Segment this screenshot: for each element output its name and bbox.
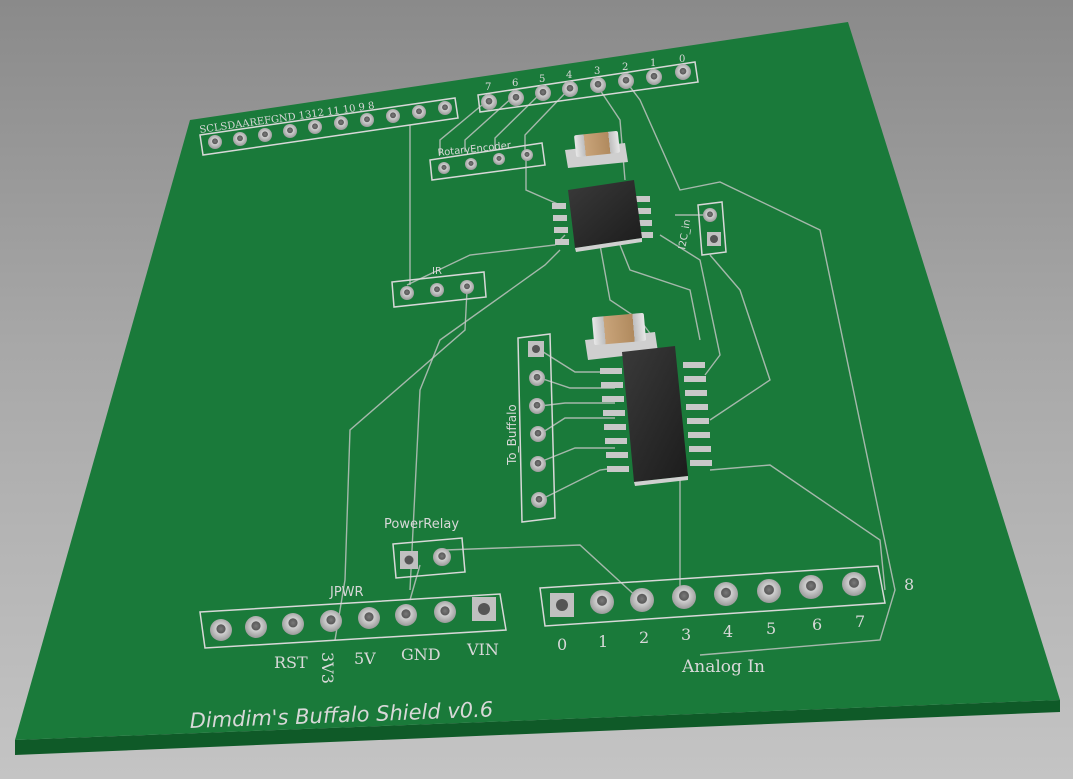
power-relay-label: PowerRelay [384, 517, 459, 532]
ic-soic8 [552, 180, 653, 252]
header-digital-low [477, 61, 699, 113]
pin-label: 3 [594, 66, 600, 77]
pin-label: 0 [557, 635, 567, 654]
analog-pin-labels: 0 1 2 3 4 5 6 7 [557, 612, 865, 654]
i2c-in-label: I2C_in [677, 219, 693, 251]
pin-label: 0 [679, 54, 685, 65]
pin-label: 3 [681, 625, 691, 644]
to-buffalo-label: To_Buffalo [505, 404, 519, 466]
to-buffalo-header [517, 333, 556, 523]
analog-header [539, 565, 886, 627]
pin-label: VIN [466, 640, 499, 659]
pin-label: 5V [354, 649, 376, 668]
header-digital-high [199, 97, 459, 156]
power-relay-header [392, 537, 466, 579]
pin-label: 1 [598, 632, 608, 651]
i2c-in-header [697, 201, 727, 256]
pin-label: 4 [566, 70, 572, 81]
pin-label: 2 [622, 62, 628, 73]
pin-label: 6 [812, 615, 822, 634]
capacitor-1 [565, 130, 628, 168]
pin-label: 3V3 [318, 652, 337, 684]
power-header [199, 593, 507, 649]
pin-label: 6 [512, 78, 518, 89]
pin-8-label: 8 [904, 575, 914, 594]
jpwr-label: JPWR [329, 585, 364, 600]
ic-soic16 [600, 346, 712, 486]
pin-label: 4 [723, 622, 733, 641]
pin-label: RST [274, 653, 308, 672]
pcb-edge [15, 700, 1060, 755]
analog-in-label: Analog In [681, 657, 765, 677]
ir-header [391, 271, 487, 308]
pin-label: 5 [766, 619, 776, 638]
pin-label: 5 [539, 74, 545, 85]
ir-label: IR [432, 266, 442, 277]
pin-label: 7 [855, 612, 865, 631]
pin-label: 2 [639, 628, 649, 647]
rotary-encoder-header [429, 142, 546, 181]
power-pin-labels: RST 3V3 5V GND VIN [274, 640, 499, 684]
pin-label: 1 [650, 58, 656, 69]
digital-low-labels: 7 6 5 4 3 2 1 0 [485, 54, 685, 93]
pin-label: GND [401, 645, 441, 664]
pin-label: 7 [485, 82, 491, 93]
